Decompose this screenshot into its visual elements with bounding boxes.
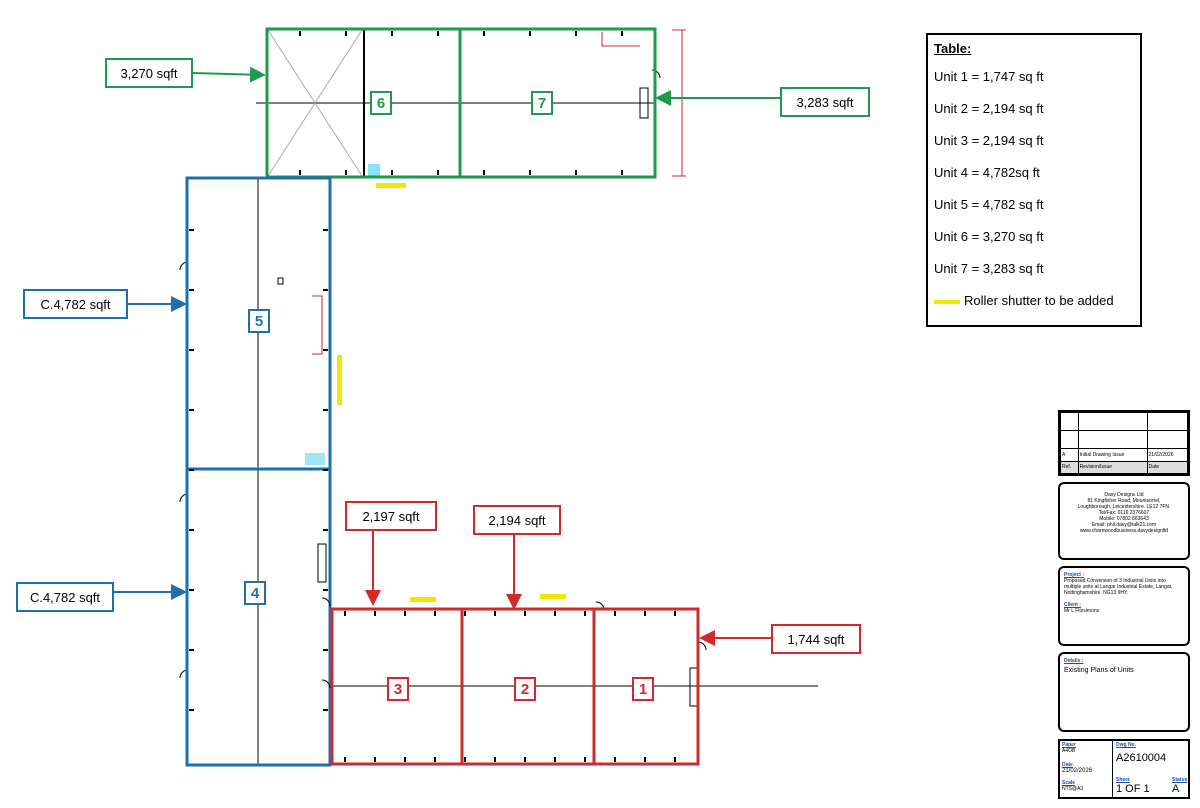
company-line: Davy Designs Ltd bbox=[1104, 492, 1144, 498]
rev-header-desc: Revision/Issue bbox=[1077, 460, 1148, 474]
block-blue bbox=[179, 176, 332, 767]
client-text: Mr L Fitzsimons bbox=[1064, 608, 1100, 614]
status-label: Status bbox=[1172, 777, 1188, 783]
legend-shutter-label: Roller shutter to be added bbox=[964, 293, 1114, 308]
rev-header-ref: Ref. bbox=[1060, 460, 1079, 474]
legend-title: Table: bbox=[934, 41, 972, 56]
area-legend: Table: Unit 1 = 1,747 sq ft Unit 2 = 2,1… bbox=[926, 33, 1142, 327]
block-green bbox=[256, 27, 661, 179]
shutter-swatch bbox=[934, 299, 960, 304]
project-text: Proposed Conversion of 3 Industrial Unit… bbox=[1064, 578, 1173, 596]
company-line: Mobile: 07802 663643 bbox=[1099, 516, 1149, 522]
roller-shutter bbox=[540, 594, 566, 599]
dwg-value: A2610004 bbox=[1116, 752, 1167, 764]
dwg-label: Dwg No. bbox=[1116, 742, 1136, 748]
company-line: Loughborough, Leicestershire. LE12 7FN. bbox=[1077, 504, 1171, 510]
project-block: Project : Proposed Conversion of 3 Indus… bbox=[1058, 566, 1190, 646]
unit-6-label: 6 bbox=[370, 91, 392, 115]
sheet-label: Sheet bbox=[1116, 777, 1130, 783]
callout-arrows bbox=[114, 66, 780, 646]
scale-value: NTS@A3 bbox=[1062, 786, 1084, 792]
details-text: Existing Plans of Units bbox=[1064, 667, 1134, 674]
unit-4-label: 4 bbox=[244, 581, 266, 605]
paper-label: Paper bbox=[1062, 742, 1076, 748]
details-label: Details : bbox=[1064, 658, 1084, 664]
callout-unit4-area: C.4,782 sqft bbox=[16, 582, 114, 612]
company-line: www.charnwoodbusiness.davydesignltd bbox=[1079, 528, 1169, 534]
unit-4-5-outline bbox=[185, 176, 332, 767]
unit7-dimension bbox=[601, 29, 686, 177]
project-label: Project : bbox=[1064, 572, 1085, 578]
callout-unit1-area: 1,744 sqft bbox=[771, 624, 861, 654]
client-label: Client : bbox=[1064, 602, 1081, 608]
rev-desc: Initial Drawing Issue bbox=[1077, 448, 1148, 462]
company-line: Email: phil.davy@talk21.com bbox=[1091, 522, 1157, 528]
column-ticks bbox=[189, 31, 676, 762]
scale-label: Scale bbox=[1062, 780, 1076, 786]
unit-2-label: 2 bbox=[514, 677, 536, 701]
roller-shutter bbox=[337, 355, 342, 405]
legend-row: Unit 6 = 3,270 sq ft bbox=[934, 229, 1044, 244]
rev-letter: A bbox=[1060, 448, 1079, 462]
callout-unit3-area: 2,197 sqft bbox=[345, 501, 437, 531]
callout-unit2-area: 2,194 sqft bbox=[473, 505, 561, 535]
date-label: Date bbox=[1062, 762, 1073, 768]
rev-header-date: Date bbox=[1146, 460, 1188, 474]
details-block: Details : Existing Plans of Units bbox=[1058, 652, 1190, 732]
company-block: Davy Designs Ltd 81 Kingfisher Road, Mou… bbox=[1058, 482, 1190, 560]
legend-row: Unit 3 = 2,194 sq ft bbox=[934, 133, 1044, 148]
unit-3-label: 3 bbox=[387, 677, 409, 701]
callout-unit6-area: 3,270 sqft bbox=[105, 58, 193, 88]
paper-value: A4OB bbox=[1062, 748, 1076, 754]
company-line: Tel/Fax: 0116 2376607 bbox=[1098, 510, 1150, 516]
drawing-number-block: Paper A4OB Date 21/02/2026 Scale NTS@A3 … bbox=[1058, 739, 1190, 799]
legend-row: Unit 4 = 4,782sq ft bbox=[934, 165, 1040, 180]
unit-5-label: 5 bbox=[248, 309, 270, 333]
company-line: 81 Kingfisher Road, Mountsorrel, bbox=[1087, 498, 1161, 504]
roller-shutters bbox=[337, 183, 566, 602]
unit-1-label: 1 bbox=[632, 677, 654, 701]
callout-unit7-area: 3,283 sqft bbox=[780, 87, 870, 117]
sheet-value: 1 OF 1 bbox=[1116, 783, 1150, 795]
roller-shutter bbox=[410, 597, 436, 602]
legend-row: Unit 5 = 4,782 sq ft bbox=[934, 197, 1044, 212]
rev-date: 21/02/2026 bbox=[1146, 448, 1188, 462]
callout-unit5-area: C.4,782 sqft bbox=[23, 289, 128, 319]
unit-7-label: 7 bbox=[531, 91, 553, 115]
status-value: A bbox=[1172, 783, 1180, 795]
legend-row: Unit 1 = 1,747 sq ft bbox=[934, 69, 1044, 84]
date-value: 21/02/2026 bbox=[1062, 768, 1093, 774]
legend-shutter-row: Roller shutter to be added bbox=[934, 292, 1134, 324]
legend-row: Unit 7 = 3,283 sq ft bbox=[934, 261, 1044, 276]
roller-shutter bbox=[376, 183, 406, 188]
legend-row: Unit 2 = 2,194 sq ft bbox=[934, 101, 1044, 116]
